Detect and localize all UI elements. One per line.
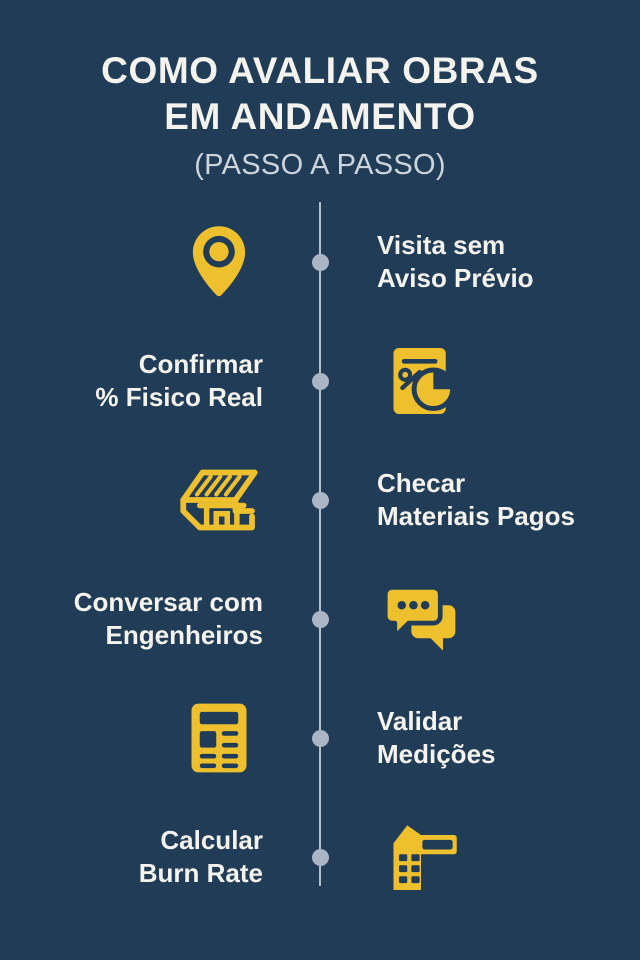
timeline-step-2: Confirmar % Fisico Real — [0, 321, 640, 440]
step-6-label: Calcular Burn Rate — [138, 824, 263, 888]
step-2-label-side: Confirmar % Fisico Real — [0, 348, 285, 414]
page-title: COMO AVALIAR OBRAS EM ANDAMENTO — [0, 48, 640, 140]
step-2-dot — [312, 372, 329, 390]
document-pie-chart-icon — [377, 337, 465, 425]
timeline-step-1: Visita sem Aviso Prévio — [0, 202, 640, 321]
step-5-icon-side — [0, 694, 285, 782]
report-document-icon — [175, 694, 263, 782]
infographic-header: COMO AVALIAR OBRAS EM ANDAMENTO (PASSO A… — [0, 0, 640, 184]
page-subtitle: (PASSO A PASSO) — [194, 149, 446, 181]
timeline-steps: Visita sem Aviso Prévio Confirmar % Fisi… — [0, 202, 640, 916]
title-line-2: EM ANDAMENTO — [164, 96, 476, 137]
location-pin-icon — [175, 218, 263, 306]
step-2-label: Confirmar % Fisico Real — [95, 348, 263, 412]
step-3-dot — [312, 491, 329, 509]
materials-pallet-icon — [175, 456, 263, 544]
step-2-icon-side — [355, 337, 640, 425]
step-3-label-side: Checar Materiais Pagos — [355, 467, 640, 533]
step-6-icon-side — [355, 813, 640, 901]
timeline-step-4: Conversar com Engenheiros — [0, 559, 640, 678]
building-crane-icon — [377, 813, 465, 901]
timeline-axis — [319, 202, 321, 886]
step-4-label: Conversar com Engenheiros — [73, 586, 263, 650]
step-6-label-side: Calcular Burn Rate — [0, 824, 285, 890]
step-3-icon-side — [0, 456, 285, 544]
step-1-dot — [312, 253, 329, 271]
timeline-step-6: Calcular Burn Rate — [0, 797, 640, 916]
step-5-label: Validar Medições — [377, 705, 496, 769]
step-1-label-side: Visita sem Aviso Prévio — [355, 229, 640, 295]
title-line-1: COMO AVALIAR OBRAS — [101, 50, 539, 91]
step-5-label-side: Validar Medições — [355, 705, 640, 771]
chat-bubbles-icon — [377, 575, 465, 663]
step-1-icon-side — [0, 218, 285, 306]
step-3-label: Checar Materiais Pagos — [377, 467, 575, 531]
step-1-label: Visita sem Aviso Prévio — [377, 229, 534, 293]
timeline-step-3: Checar Materiais Pagos — [0, 440, 640, 559]
step-4-dot — [312, 610, 329, 628]
step-4-label-side: Conversar com Engenheiros — [0, 586, 285, 652]
step-6-dot — [312, 848, 329, 866]
step-4-icon-side — [355, 575, 640, 663]
step-5-dot — [312, 729, 329, 747]
timeline-step-5: Validar Medições — [0, 678, 640, 797]
